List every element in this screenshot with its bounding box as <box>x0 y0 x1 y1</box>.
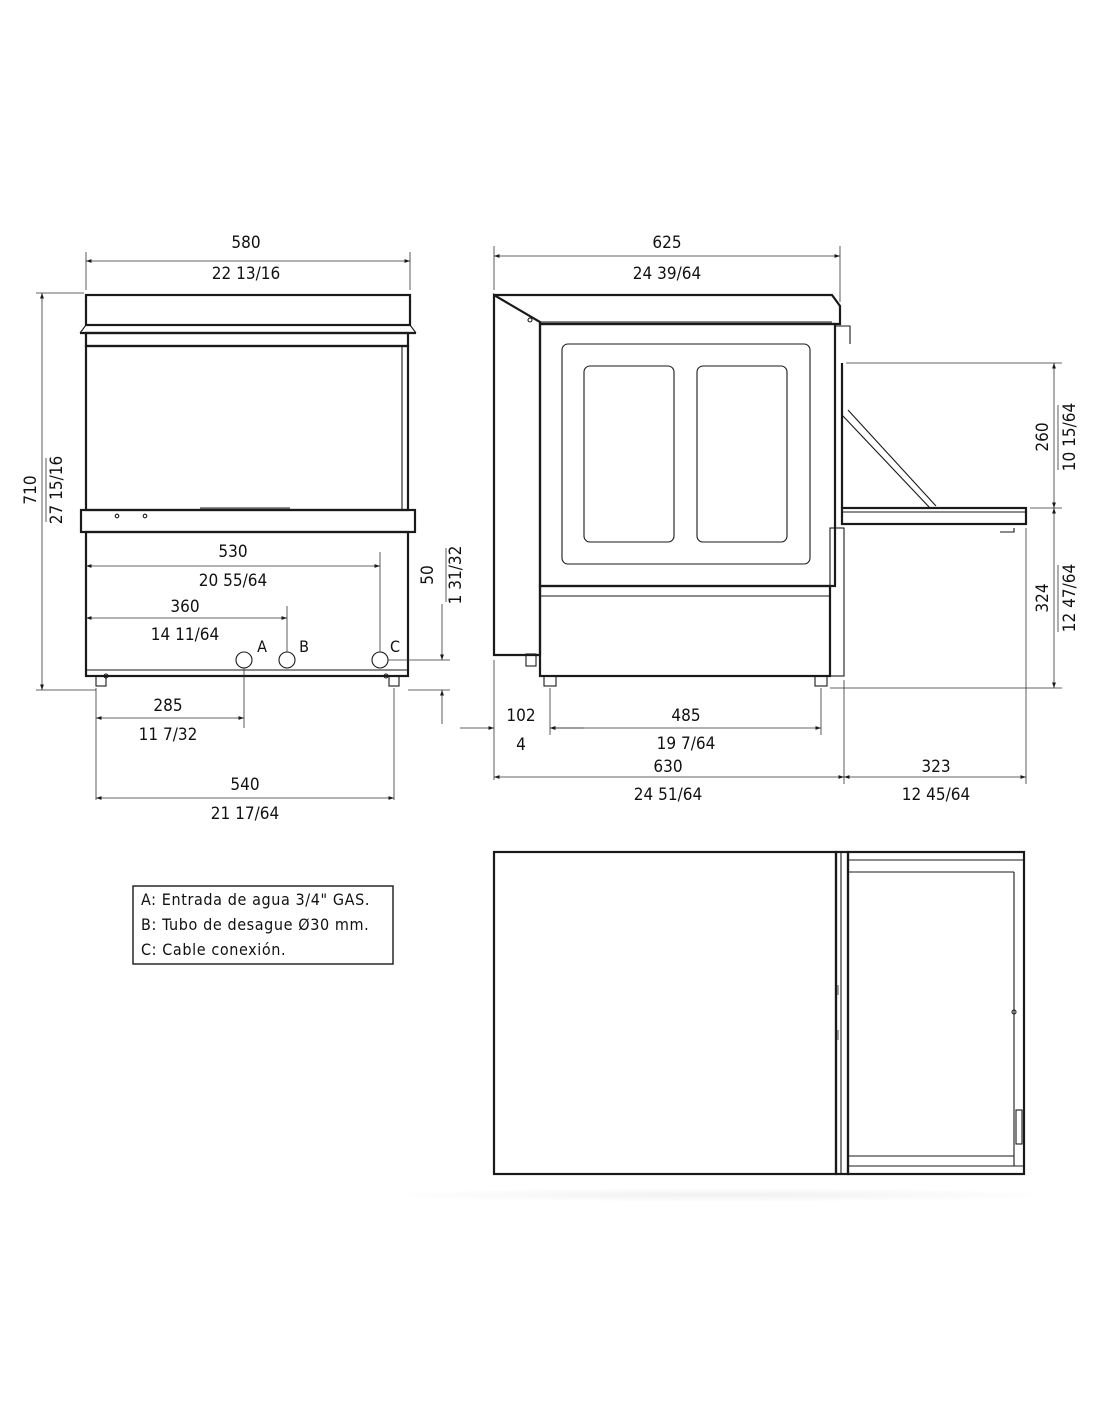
legend-line-a: A: Entrada de agua 3/4" GAS. <box>141 890 370 909</box>
dim-323: 323 <box>921 757 950 777</box>
dim-360: 360 <box>170 597 199 617</box>
dim-21-17-64: 21 17/64 <box>211 804 279 824</box>
legend-line-c: C: Cable conexión. <box>141 940 286 959</box>
dim-580: 580 <box>231 233 260 253</box>
dim-27-15-16: 27 15/16 <box>47 456 67 524</box>
dim-630: 630 <box>653 757 682 777</box>
dim-19-7-64: 19 7/64 <box>657 734 716 754</box>
dim-324: 324 <box>1033 583 1053 612</box>
dim-260: 260 <box>1033 422 1053 451</box>
dim-20-55-64: 20 55/64 <box>199 571 267 591</box>
label-c: C <box>390 637 400 656</box>
legend-box: A: Entrada de agua 3/4" GAS. B: Tubo de … <box>132 885 394 965</box>
label-a: A <box>257 637 267 656</box>
legend-line-b: B: Tubo de desague Ø30 mm. <box>141 915 369 934</box>
dim-540: 540 <box>230 775 259 795</box>
shadow-strip <box>370 1188 1070 1202</box>
dim-11-7-32: 11 7/32 <box>139 725 198 745</box>
dim-285: 285 <box>153 696 182 716</box>
dim-24-39-64: 24 39/64 <box>633 264 701 284</box>
side-dimensions: 625 24 39/64 260 10 15/64 324 12 47/64 1… <box>460 233 1080 805</box>
front-dimensions: 580 22 13/16 710 27 15/16 530 20 55/64 3… <box>21 233 466 824</box>
dim-1-31-32: 1 31/32 <box>446 546 466 605</box>
dim-24-51-64: 24 51/64 <box>634 785 702 805</box>
dim-14-11-64: 14 11/64 <box>151 625 219 645</box>
dim-50: 50 <box>418 565 438 584</box>
front-view: A B C <box>79 293 417 687</box>
side-view <box>492 293 1028 687</box>
dim-102: 102 <box>506 706 535 726</box>
dim-12-47-64: 12 47/64 <box>1060 564 1080 632</box>
dim-530: 530 <box>218 542 247 562</box>
label-b: B <box>299 637 309 656</box>
dim-10-15-64: 10 15/64 <box>1060 403 1080 471</box>
dim-22-13-16: 22 13/16 <box>212 264 280 284</box>
dim-4: 4 <box>516 735 526 755</box>
dim-12-45-64: 12 45/64 <box>902 785 970 805</box>
top-view <box>492 850 1026 1176</box>
dim-625: 625 <box>652 233 681 253</box>
dim-710: 710 <box>21 475 41 504</box>
dim-485: 485 <box>671 706 700 726</box>
